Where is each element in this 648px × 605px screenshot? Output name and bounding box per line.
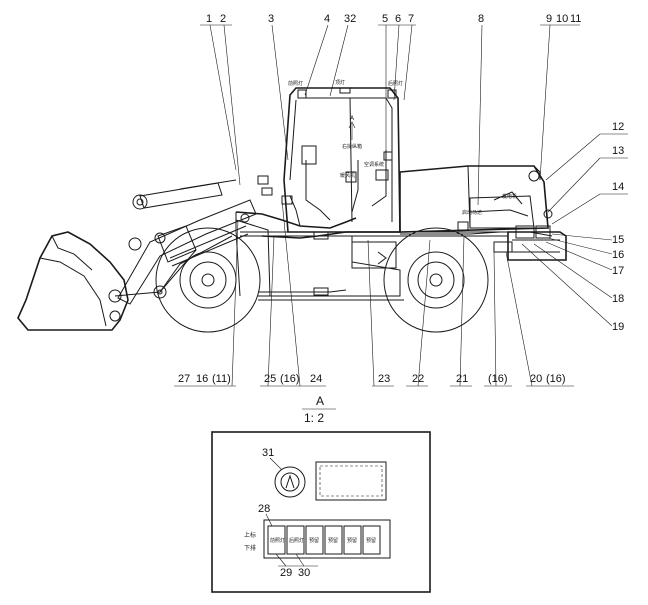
callout-6: 6 [395,13,401,25]
console-panel [211,431,431,593]
label-work-light-rear: 前照灯 [288,80,303,87]
callout-1: 1 [206,13,212,25]
bucket-assembly [17,231,167,331]
callout-25: 25 [264,373,276,385]
ignition-switch [274,466,306,498]
row-label-lower: 下排 [244,544,256,552]
bottom-callouts: 27 16 (11) 25 (16) 24 23 22 21 (16) 20 (… [174,199,574,387]
callout-27: 27 [178,373,190,385]
callout-10: 10 [556,13,568,25]
view-a-detail: A 1: 2 31 上标 下排 28 29 30 前照灯 后照灯 [211,394,431,593]
switch-5[interactable]: 预留 [343,525,362,555]
display-cutout [315,461,387,501]
label-view-arrow: A [350,115,355,122]
switch-bank [263,519,391,559]
callout-11-paren: (11) [212,373,231,385]
label-work-light-front: 后照灯 [388,80,403,87]
callout-16: 16 [612,249,624,261]
switch-2-label: 后照灯 [289,537,304,544]
callout-12: 12 [612,121,624,133]
label-starter-motor: 启动马达 [462,209,482,216]
right-callouts: 12 13 14 15 16 17 18 19 [521,121,628,333]
callout-30: 30 [298,567,310,579]
label-alternator: 发电机 [502,193,517,200]
switch-1[interactable]: 前照灯 [267,525,286,555]
view-a-title: A [316,394,324,408]
switch-3-label: 预留 [309,537,319,544]
callout-20: 20 [530,373,542,385]
callout-4: 4 [324,13,330,25]
callout-24: 24 [310,373,322,385]
callout-22: 22 [412,373,424,385]
callout-16-paren-a: (16) [280,373,300,385]
callout-11: 11 [570,13,581,25]
label-dome-light: 顶灯 [335,79,345,86]
label-air-conditioner: 暖风机 [340,172,355,179]
callout-23: 23 [378,373,390,385]
boom-arms [114,179,257,305]
callout-31: 31 [262,447,274,459]
callout-13: 13 [612,145,624,157]
callout-17: 17 [612,265,624,277]
switch-2[interactable]: 后照灯 [286,525,305,555]
callout-15: 15 [612,234,624,246]
callout-7: 7 [408,13,414,25]
callout-21: 21 [456,373,468,385]
view-a-scale: 1: 2 [304,411,324,425]
rear-wheel [383,227,489,333]
component-labels: 前照灯 顶灯 后照灯 A 右操纵箱 空调系统 暖风机 发电机 启动马达 [288,79,517,216]
label-ac-system: 空调系统 [364,161,384,168]
callout-5: 5 [382,13,388,25]
callout-32: 32 [344,13,356,25]
switch-6-label: 预留 [366,537,376,544]
callout-14: 14 [612,181,624,193]
switch-1-label: 前照灯 [270,537,285,544]
switch-4-label: 预留 [328,537,338,544]
top-leaders [209,24,551,206]
switch-3[interactable]: 预留 [305,525,324,555]
callout-16-paren-c: (16) [546,373,566,385]
callout-16-paren-b: (16) [488,373,508,385]
callout-16-a: 16 [196,373,208,385]
callout-8: 8 [478,13,484,25]
callout-9: 9 [546,13,552,25]
front-wheel [155,227,261,333]
callout-3: 3 [268,13,274,25]
callout-29: 29 [280,567,292,579]
switch-4[interactable]: 预留 [324,525,343,555]
top-callouts: 1 2 3 4 32 5 6 7 8 9 10 11 [200,13,581,26]
callout-2: 2 [220,13,226,25]
switch-6[interactable]: 预留 [362,525,381,555]
callout-18: 18 [612,293,624,305]
callout-28: 28 [258,503,270,515]
row-label-upper: 上标 [244,531,256,539]
switch-5-label: 预留 [347,537,357,544]
callout-19: 19 [612,321,624,333]
wiring-harness [235,145,553,297]
label-right-console: 右操纵箱 [342,143,362,150]
